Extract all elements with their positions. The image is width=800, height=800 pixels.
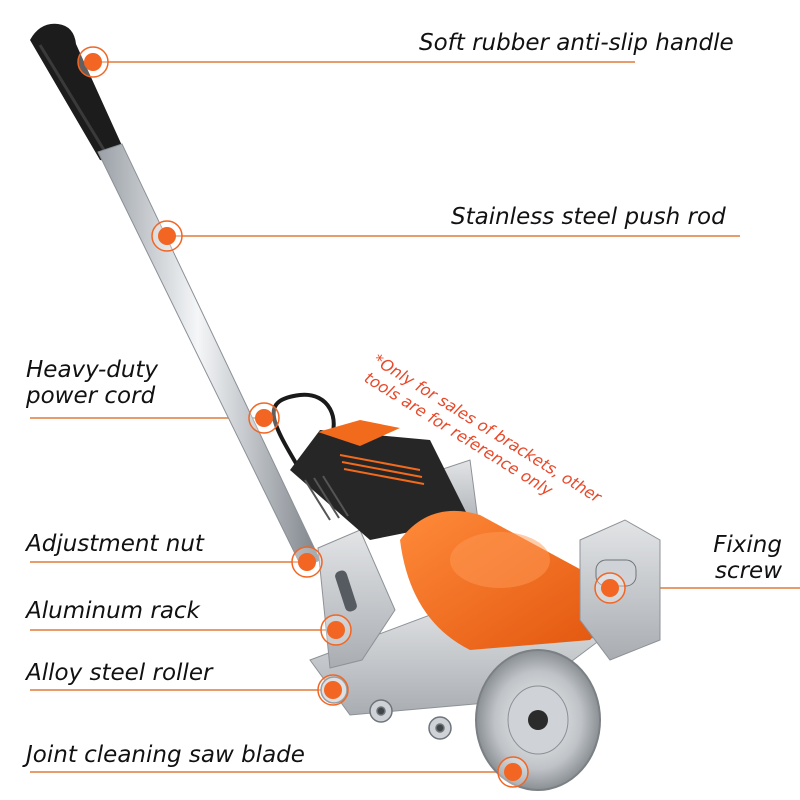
marker-adjust-nut: [291, 546, 323, 578]
label-rack: Aluminum rack: [26, 598, 200, 624]
label-power-cord-line2: power cord: [26, 383, 156, 409]
label-adjust-nut: Adjustment nut: [26, 531, 204, 557]
label-saw-blade: Joint cleaning saw blade: [26, 742, 305, 768]
marker-power-cord: [248, 402, 280, 434]
label-handle: Soft rubber anti-slip handle: [419, 30, 734, 56]
label-power-cord-line1: Heavy-duty: [26, 357, 159, 383]
label-fixing-screw-line1: Fixing: [713, 532, 782, 558]
saw-blade: [475, 649, 601, 791]
label-fixing-screw-line2: screw: [714, 558, 782, 584]
marker-roller: [317, 674, 349, 706]
label-push-rod: Stainless steel push rod: [451, 204, 726, 230]
marker-push-rod: [151, 220, 183, 252]
fixing-bracket: [579, 519, 661, 661]
label-fixing-screw: Fixing screw: [713, 532, 782, 584]
rubber-handle: [30, 23, 124, 161]
marker-handle: [77, 46, 109, 78]
marker-rack: [320, 614, 352, 646]
callout-markers: [77, 46, 626, 788]
push-rod: [97, 143, 321, 569]
power-cord: [271, 392, 336, 472]
label-roller: Alloy steel roller: [26, 660, 213, 686]
marker-saw-blade: [497, 756, 529, 788]
callout-lines: [30, 61, 800, 773]
label-power-cord: Heavy-duty power cord: [26, 357, 158, 409]
marker-fixing-screw: [594, 572, 626, 604]
angle-grinder: [290, 420, 608, 650]
